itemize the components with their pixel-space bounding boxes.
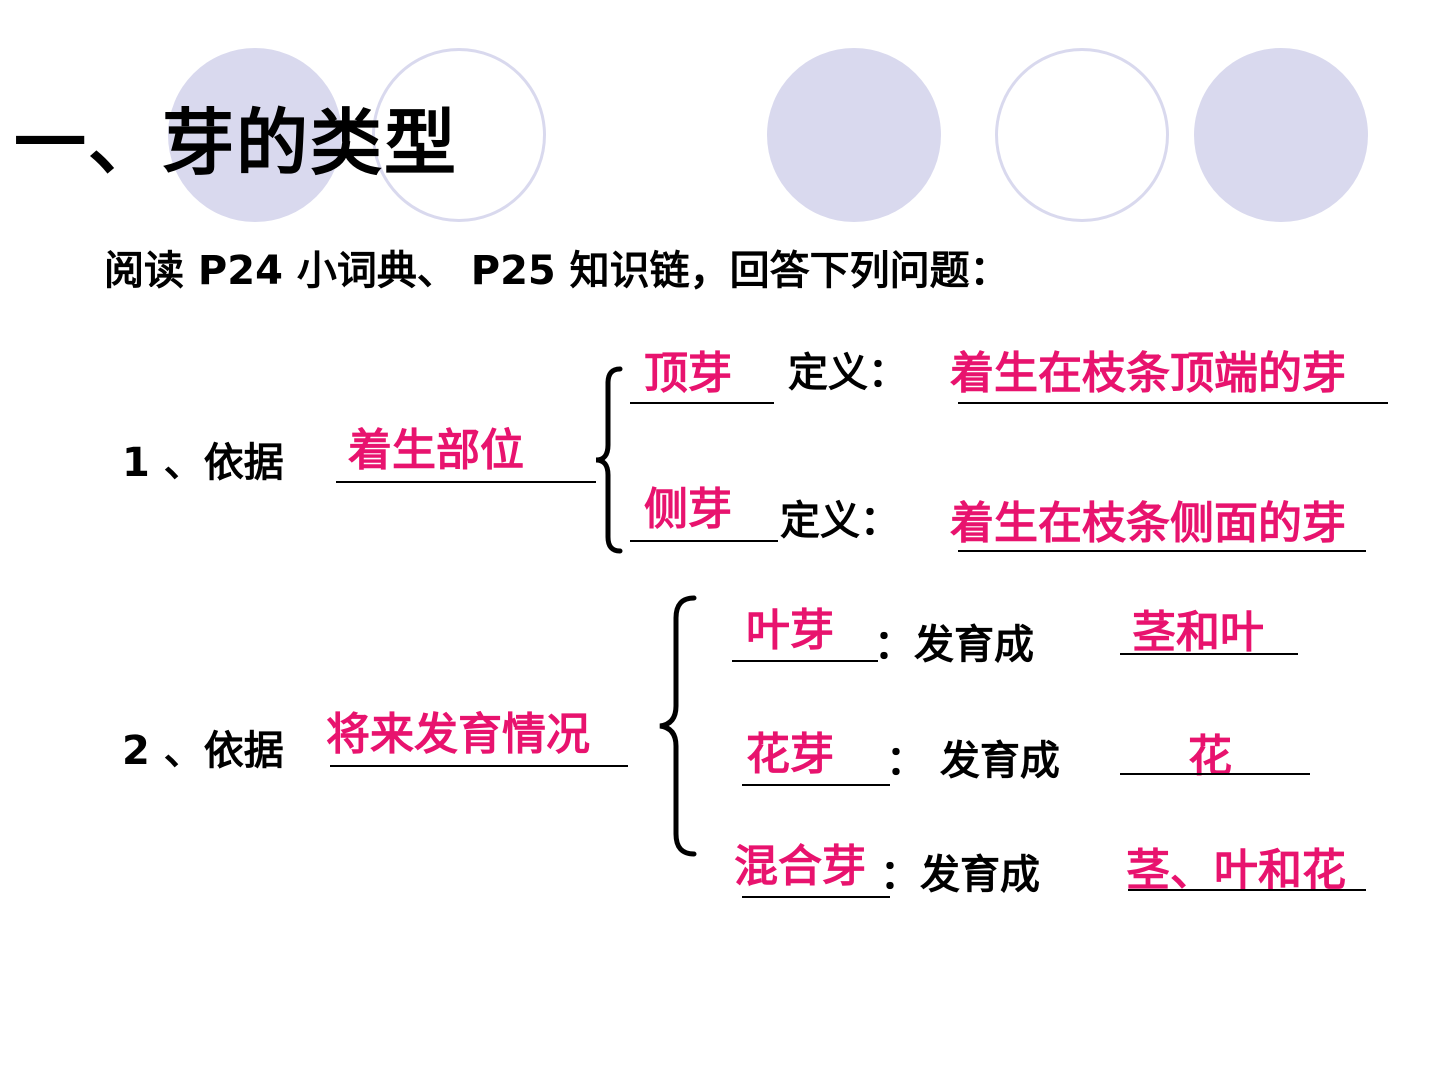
section1-brace bbox=[595, 366, 623, 554]
section2-item2-develop-blank bbox=[1120, 773, 1310, 775]
section2-item3-develop-blank bbox=[1128, 889, 1366, 891]
section2-item2-name-blank bbox=[742, 784, 890, 786]
section2-item2-develop-label: ： 发育成 bbox=[886, 738, 1060, 784]
section2-item3-name-blank bbox=[742, 896, 890, 898]
section2-basis-answer: 将来发育情况 bbox=[326, 709, 590, 760]
section1-item1-name-blank bbox=[630, 402, 774, 404]
decor-circle-2 bbox=[767, 48, 941, 222]
section1-item2-name: 侧芽 bbox=[644, 484, 732, 535]
decor-ring-2 bbox=[995, 48, 1169, 222]
section2-item3-name: 混合芽 bbox=[734, 841, 866, 892]
section1-basis-answer: 着生部位 bbox=[348, 425, 524, 476]
section2-item3-develop-answer: 茎、叶和花 bbox=[1126, 845, 1346, 896]
decor-ring-1 bbox=[372, 48, 546, 222]
section1-item1-def-answer: 着生在枝条顶端的芽 bbox=[950, 348, 1346, 399]
decor-circle-1 bbox=[168, 48, 342, 222]
section1-item1-name: 顶芽 bbox=[644, 348, 732, 399]
section2-item2-name: 花芽 bbox=[746, 729, 834, 780]
section1-item2-def-label: 定义： bbox=[780, 498, 900, 544]
section1-item1-def-label: 定义： bbox=[788, 350, 908, 396]
section1-item2-def-blank bbox=[958, 550, 1366, 552]
section2-basis-blank bbox=[330, 765, 628, 767]
section2-item3-develop-label: ：发育成 bbox=[880, 852, 1040, 898]
section2-brace bbox=[659, 595, 697, 857]
section2-item1-name: 叶芽 bbox=[746, 605, 834, 656]
section2-item1-develop-answer: 茎和叶 bbox=[1132, 607, 1264, 658]
section2-item1-name-blank bbox=[732, 660, 878, 662]
section1-basis-blank bbox=[336, 481, 596, 483]
decor-circle-3 bbox=[1194, 48, 1368, 222]
section2-item1-develop-blank bbox=[1120, 653, 1298, 655]
section1-item1-def-blank bbox=[958, 402, 1388, 404]
instruction-text: 阅读 P24 小词典、 P25 知识链，回答下列问题： bbox=[104, 248, 1010, 294]
section1-label: 1 、依据 bbox=[122, 440, 284, 486]
page-title: 一、芽的类型 bbox=[14, 101, 459, 185]
section2-item1-develop-label: ：发育成 bbox=[874, 622, 1034, 668]
section2-label: 2 、依据 bbox=[122, 728, 284, 774]
section1-item2-def-answer: 着生在枝条侧面的芽 bbox=[950, 498, 1346, 549]
section1-item2-name-blank bbox=[630, 540, 778, 542]
